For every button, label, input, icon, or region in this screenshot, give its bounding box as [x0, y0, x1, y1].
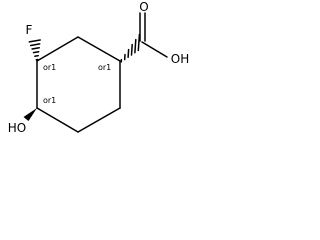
bond-ring-c2-c1	[77, 36, 121, 62]
stereo-label-c4: or1	[43, 96, 56, 105]
atom-label-f: F	[26, 23, 33, 37]
bond-c-oh	[141, 41, 168, 58]
atom-label-o: O	[139, 0, 148, 14]
hashed-bond-c3-f	[28, 39, 41, 61]
hashed-bond-c1-cooh	[120, 33, 141, 63]
atom-label-ho: HO	[8, 121, 26, 135]
bond-ring-c3-c2	[36, 36, 79, 62]
bond-ring-c6-c5	[77, 107, 121, 133]
stereo-label-c1: or1	[98, 63, 111, 72]
wedge-bond-c4-oh	[23, 108, 37, 121]
atom-label-oh: OH	[171, 52, 189, 66]
stereo-label-c3: or1	[43, 63, 56, 72]
bond-ring-c5-c4	[36, 107, 79, 133]
chemical-structure: F HO O OH or1 or1 or1	[8, 0, 189, 135]
